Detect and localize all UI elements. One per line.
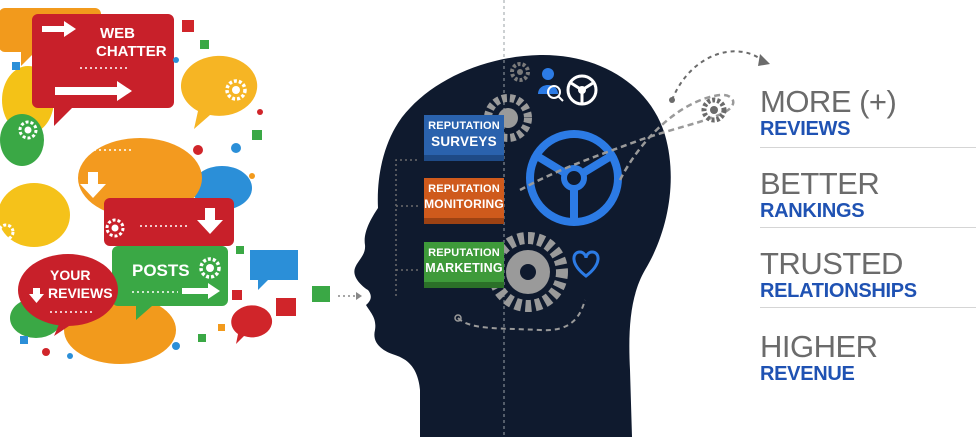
bubble-yellow-bottom-left <box>0 183 70 247</box>
reputation-monitoring-line1: REPUTATION <box>428 183 500 195</box>
bubble-blue-right-small <box>250 250 298 290</box>
reputation-surveys-box: REPUTATION SURVEYS <box>424 115 504 161</box>
gear-icon <box>0 223 15 241</box>
bubble-red-small-right <box>231 305 273 344</box>
gear-icon <box>225 79 247 101</box>
reputation-marketing-line2: MARKETING <box>425 261 503 275</box>
reputation-monitoring-box: REPUTATION MONITORING <box>424 178 504 224</box>
steering-wheel-icon <box>566 74 598 106</box>
outcome-more-label: MORE (+) <box>760 84 897 119</box>
steering-wheel-icon <box>526 130 622 226</box>
bubble-posts <box>112 246 228 320</box>
bubble-yellow-right <box>180 55 258 129</box>
path-start-dot <box>669 97 675 103</box>
gear-icon <box>18 120 38 140</box>
outcome-higher-label: HIGHER <box>760 329 878 364</box>
bubble-your-reviews-tail <box>54 322 72 336</box>
speech-bubble-cluster: WEB CHATTER POSTS <box>0 8 362 364</box>
outcome-trusted-label: TRUSTED <box>760 246 903 281</box>
bubble-your-reviews <box>18 254 118 326</box>
reputation-surveys-line1: REPUTATION <box>428 120 500 132</box>
outcome-better-rankings: BETTER RANKINGS <box>760 168 976 228</box>
web-chatter-line1: WEB <box>100 25 135 42</box>
bubble-red-mid <box>104 198 234 246</box>
bubble-green-tiny <box>312 286 330 302</box>
your-reviews-line2: REVIEWS <box>48 285 113 301</box>
gear-icon <box>105 218 125 238</box>
arrow-icon <box>182 283 220 299</box>
bubble-red-tiny <box>276 298 296 316</box>
down-arrow-icon <box>197 208 223 234</box>
outcome-revenue-label: REVENUE <box>760 363 855 385</box>
bubble-web-chatter <box>32 14 174 126</box>
outcome-better-label: BETTER <box>760 166 880 201</box>
arrow-head-icon <box>758 54 770 66</box>
arrow-icon <box>42 21 76 37</box>
bubble-green-left <box>0 114 44 166</box>
outcome-more-reviews: MORE (+) REVIEWS <box>760 86 976 148</box>
down-arrow-icon <box>80 172 106 198</box>
arrow-icon <box>55 81 132 101</box>
confetti <box>12 20 263 359</box>
posts-label: POSTS <box>132 261 190 280</box>
reputation-surveys-line2: SURVEYS <box>431 134 497 149</box>
outcome-relationships-label: RELATIONSHIPS <box>760 280 917 302</box>
gear-icon <box>488 232 568 312</box>
person-search-icon <box>538 68 564 102</box>
reputation-monitoring-line2: MONITORING <box>424 197 504 211</box>
reputation-marketing-line1: REPUTATION <box>428 247 500 259</box>
gear-icon <box>701 97 727 123</box>
gear-icon <box>510 62 530 82</box>
dashed-path <box>519 93 735 192</box>
outcome-trusted-relationships: TRUSTED RELATIONSHIPS <box>760 248 976 308</box>
reputation-marketing-box: REPUTATION MARKETING <box>424 242 504 288</box>
heart-icon <box>572 250 600 278</box>
gear-icon <box>199 257 221 279</box>
down-arrow-icon <box>29 288 44 303</box>
outcome-rankings-label: RANKINGS <box>760 200 865 222</box>
arrow-head-icon <box>356 292 362 300</box>
dashed-path <box>457 299 586 332</box>
your-reviews-line1: YOUR <box>50 267 90 283</box>
web-chatter-line2: CHATTER <box>96 43 167 60</box>
dashed-path <box>671 50 763 101</box>
outcome-reviews-label: REVIEWS <box>760 118 851 140</box>
outcome-higher-revenue: HIGHER REVENUE <box>760 331 976 391</box>
connector-lines <box>395 159 420 296</box>
path-start-dot <box>454 314 462 322</box>
